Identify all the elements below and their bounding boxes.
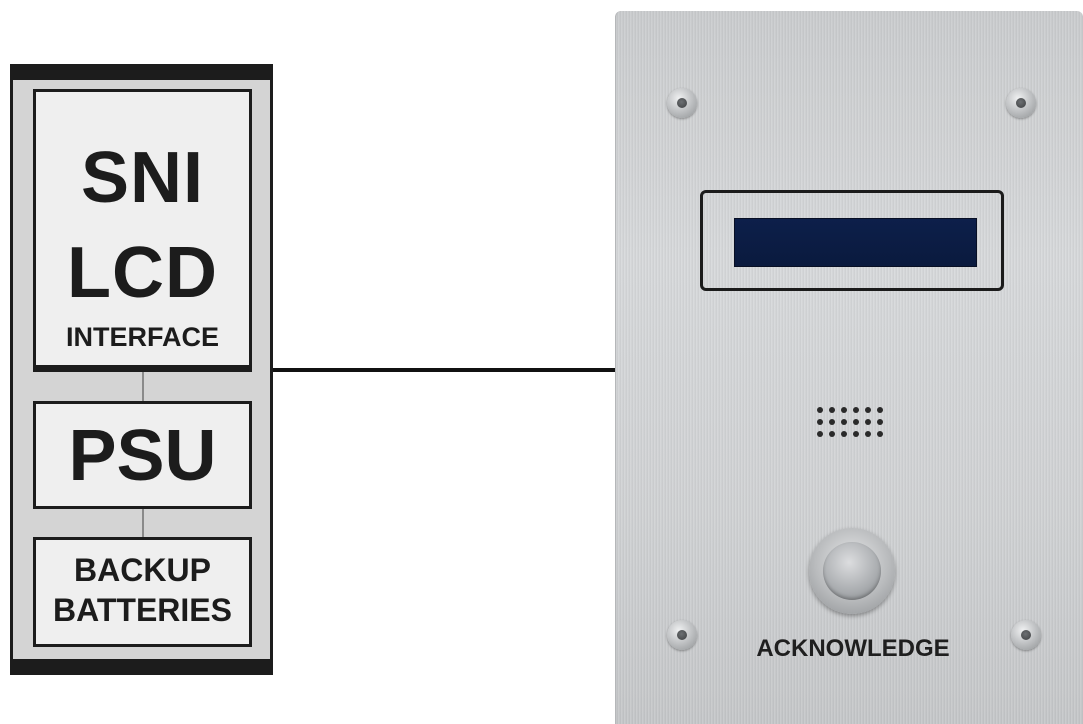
screw-icon bbox=[1011, 620, 1041, 650]
lcd-display-bezel bbox=[700, 190, 1004, 291]
backup-batteries-module: BACKUP BATTERIES bbox=[33, 537, 252, 647]
push-button-icon[interactable] bbox=[823, 542, 881, 600]
lcd-display-screen bbox=[734, 218, 977, 267]
battery-module-label-line2: BATTERIES bbox=[36, 592, 249, 628]
cabinet-top-cap bbox=[13, 64, 270, 80]
lcd-module-subtitle: INTERFACE bbox=[36, 322, 249, 352]
speaker-grille-icon bbox=[817, 407, 887, 441]
module-connector-lower bbox=[142, 509, 144, 537]
psu-module: PSU bbox=[33, 401, 252, 509]
acknowledge-label: ACKNOWLEDGE bbox=[735, 635, 971, 663]
module-connector-upper bbox=[142, 372, 144, 401]
screw-icon bbox=[667, 88, 697, 118]
psu-module-label: PSU bbox=[36, 418, 249, 494]
connection-cable bbox=[273, 368, 615, 372]
screw-icon bbox=[1006, 88, 1036, 118]
stainless-faceplate: ACKNOWLEDGE bbox=[615, 11, 1083, 724]
lcd-interface-module: SNI LCD INTERFACE bbox=[33, 89, 252, 372]
lcd-module-title-line2: LCD bbox=[36, 237, 249, 309]
battery-module-label-line1: BACKUP bbox=[36, 552, 249, 588]
screw-icon bbox=[667, 620, 697, 650]
lcd-module-title-line1: SNI bbox=[36, 142, 249, 214]
cabinet-bottom-cap bbox=[13, 659, 270, 675]
acknowledge-button[interactable] bbox=[809, 528, 895, 614]
equipment-cabinet: SNI LCD INTERFACE PSU BACKUP BATTERIES bbox=[10, 64, 273, 675]
